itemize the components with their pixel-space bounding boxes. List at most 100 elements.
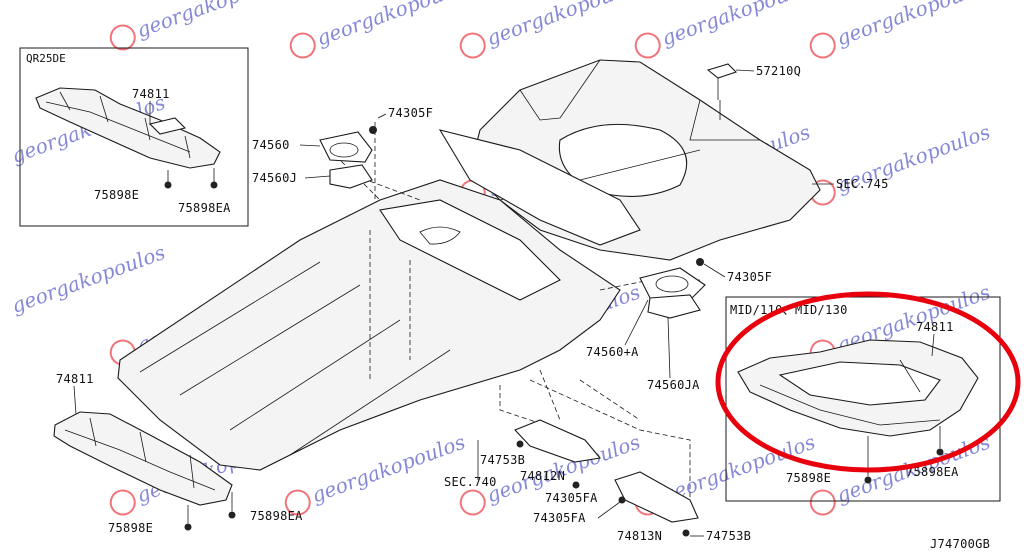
watermark-logo-icon	[459, 32, 486, 59]
detail-box-title: QR25DE	[26, 52, 66, 65]
watermark-logo-icon	[809, 489, 836, 516]
watermark-text: georgakopoulos	[308, 430, 468, 508]
watermark-text: georgakopoulos	[833, 0, 993, 50]
highlight-ring	[715, 291, 1021, 473]
bolt-icon	[210, 181, 218, 189]
label-75898ea-left[interactable]: 75898EA	[250, 509, 303, 523]
label-74753b-2[interactable]: 74753B	[706, 529, 751, 543]
label-75898e-left[interactable]: 75898E	[108, 521, 153, 535]
rear-floor-ribs	[519, 59, 760, 141]
label-74753b-1[interactable]: 74753B	[480, 453, 525, 467]
bolt-icon	[369, 126, 377, 134]
bracket-74812n-part[interactable]	[514, 419, 602, 463]
label-75898e-right[interactable]: 75898E	[786, 471, 831, 485]
leader-line	[931, 333, 935, 357]
guide-line	[539, 369, 641, 421]
leader-line	[597, 501, 621, 519]
label-74305fa-1[interactable]: 74305FA	[545, 491, 598, 505]
leader-line	[299, 144, 321, 147]
watermark-text: georgakopoulos	[658, 0, 818, 50]
watermark-logo-icon	[289, 32, 316, 59]
detail-box-title: MID/110、MID/130	[730, 303, 848, 317]
center-tunnel	[379, 199, 561, 301]
watermark-logo-icon	[284, 489, 311, 516]
watermark-logo-icon	[109, 24, 136, 51]
label-74305f-mid[interactable]: 74305F	[727, 270, 772, 284]
bolt-icon	[164, 181, 172, 189]
guide-line	[369, 230, 411, 380]
label-74811-left[interactable]: 74811	[56, 372, 94, 386]
label-75898ea-right[interactable]: 75898EA	[906, 465, 959, 479]
bolt-icon	[228, 511, 236, 519]
watermark-row-1: georgakopoulos	[109, 0, 293, 51]
undercover-ribs	[64, 417, 216, 491]
label-74305fa-2[interactable]: 74305FA	[533, 511, 586, 525]
undercover-mid-panel	[778, 361, 941, 406]
guide-line	[529, 379, 691, 500]
bolt-group-top	[369, 126, 704, 266]
watermark-logo-icon	[809, 32, 836, 59]
label-74812n[interactable]: 74812N	[520, 469, 565, 483]
detail-box-frame	[19, 47, 249, 227]
label-sec740[interactable]: SEC.740	[444, 475, 497, 489]
bolt-icon	[936, 448, 944, 456]
undercover-ribs	[759, 359, 941, 426]
label-74305f-top[interactable]: 74305F	[388, 106, 433, 120]
watermark-logo-icon	[459, 489, 486, 516]
undercover-left-part[interactable]	[53, 411, 233, 506]
bolt-icon	[696, 258, 704, 266]
watermark-text: georgakopoulos	[483, 0, 643, 50]
watermark-text: georgakopoulos	[313, 0, 473, 50]
detail-box-qr25de: QR25DE 74811 75898E 75898EA	[19, 47, 249, 227]
label-sec745[interactable]: SEC.745	[836, 177, 889, 191]
floor-panel-assembly	[117, 59, 821, 500]
undercover-left: 74811 75898E 75898EA	[53, 372, 303, 535]
seal-ring-part[interactable]	[647, 294, 701, 319]
label-75898e-box[interactable]: 75898E	[94, 188, 139, 202]
detail-box-frame	[725, 296, 1001, 502]
watermark-logo-icon	[634, 32, 661, 59]
clip-part[interactable]	[706, 63, 738, 79]
label-57210q[interactable]: 57210Q	[756, 64, 801, 78]
leader-line	[304, 175, 331, 179]
label-74811-right[interactable]: 74811	[916, 320, 954, 334]
label-75898ea-box[interactable]: 75898EA	[178, 201, 231, 215]
diagram-code: J74700GB	[930, 537, 990, 551]
clip-57210q	[706, 63, 738, 100]
grommet-part[interactable]	[319, 131, 373, 163]
grommet-ring	[329, 142, 359, 158]
leader-line	[667, 317, 671, 379]
watermark-row-2d: georgakopoulos	[809, 120, 993, 206]
watermark-logo-icon	[109, 489, 136, 516]
watermark-row-1d: georgakopoulos	[634, 0, 818, 59]
guide-line	[499, 385, 561, 431]
leader-line	[735, 69, 755, 72]
seal-ring-part[interactable]	[329, 164, 373, 189]
label-74813n[interactable]: 74813N	[617, 529, 662, 543]
bolt-icon	[184, 523, 192, 531]
undercover-bracket	[148, 117, 187, 135]
floor-hole	[419, 226, 461, 245]
front-floor-ribs	[139, 261, 451, 456]
label-74560[interactable]: 74560	[252, 138, 290, 152]
undercover-ribs	[45, 91, 191, 159]
watermark-row-4e: georgakopoulos	[809, 430, 993, 516]
rear-cross-member	[438, 129, 641, 246]
grommet-ring	[655, 275, 689, 293]
bolt-icon	[516, 440, 524, 448]
label-74560a[interactable]: 74560+A	[586, 345, 639, 359]
leader-line	[703, 263, 726, 278]
watermark-text: georgakopoulos	[133, 0, 293, 42]
seal-74560a	[639, 267, 706, 319]
watermark-row-1b: georgakopoulos	[289, 0, 473, 59]
watermark-row-3e: georgakopoulos	[8, 240, 168, 318]
label-74560ja[interactable]: 74560JA	[647, 378, 700, 392]
grommet-part[interactable]	[639, 267, 706, 301]
callout-labels: 74305F 74560 74560J 57210Q SEC.745 74305…	[252, 64, 889, 392]
label-74560j[interactable]: 74560J	[252, 171, 297, 185]
watermark-row-1e: georgakopoulos	[809, 0, 993, 59]
bolt-icon	[618, 496, 626, 504]
bolt-icon	[572, 481, 580, 489]
undercover-qr25de-part[interactable]	[35, 87, 221, 169]
label-74811-box[interactable]: 74811	[132, 87, 170, 101]
